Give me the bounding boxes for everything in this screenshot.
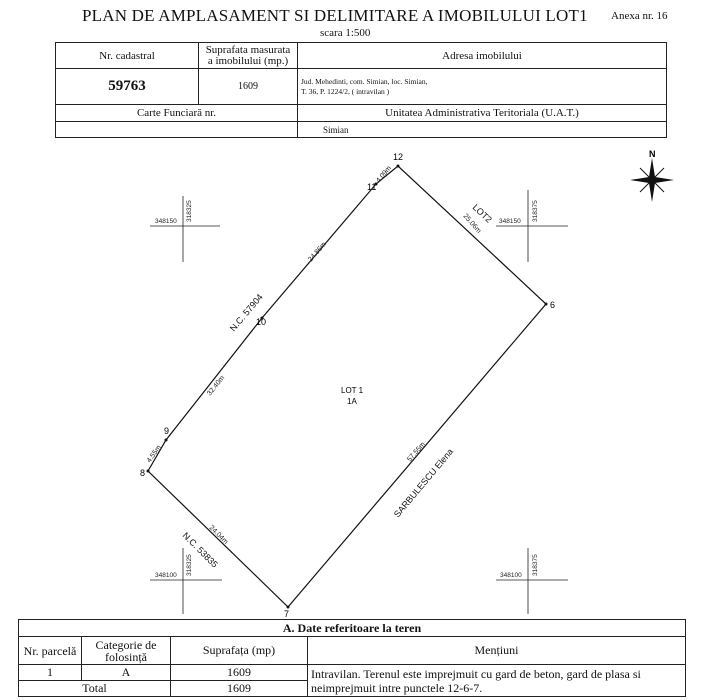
category-header: Categorie de folosință [81,636,171,665]
grid-br-y: 318375 [532,554,539,576]
distance-6-7: 57.55m [406,441,427,463]
annex-label: Anexa nr. 16 [611,10,668,22]
grid-coordinates: 348150 318325 348150 318375 348100 31832… [155,200,539,579]
lot-boundary [147,165,547,608]
plan-title: PLAN DE AMPLASAMENT SI DELIMITARE A IMOB… [82,6,588,25]
point-6-label: 6 [550,300,555,310]
distance-11-12: 4.09m [375,165,393,185]
uat-value: Simian [297,121,667,138]
grid-bl-x: 348100 [155,572,177,579]
point-10-marker [260,316,264,320]
lot-sub-label: 1A [347,397,357,406]
grid-tl-x: 348150 [155,218,177,225]
distance-7-8: 24.04m [208,524,230,546]
north-label: N [649,149,656,159]
neighbor-nw: N.C. 57904 [228,292,265,333]
parcel-category: A [81,664,171,681]
parcel-mentions: Intravilan. Terenul este imprejmuit cu g… [307,664,686,697]
point-11-label: 11 [367,182,376,192]
land-data-table: A. Date referitoare la teren Nr. parcelă… [18,619,686,697]
grid-tl-y: 318325 [186,200,193,222]
property-info-table: Nr. cadastral Suprafata masurata a imobi… [55,42,667,138]
lot-label: LOT 1 [341,386,364,395]
address-line-2: T. 36, P. 1224/2, ( intravilan ) [301,86,390,96]
segment-distances: 4.09m 25.06m 24.86m 32.40m 4.55m 24.04m … [146,165,482,546]
carte-funciara-label: Carte Funciară nr. [55,104,298,122]
surface-header: Suprafata masurata a imobilului (mp.) [198,42,298,69]
point-6-marker [544,302,548,306]
grid-tr-y: 318375 [532,200,539,222]
point-7-label: 7 [284,609,289,619]
neighbor-se: SARBULESCU Elena [392,447,455,520]
point-10-label: 10 [256,317,266,327]
section-a-title: A. Date referitoare la teren [18,619,686,637]
parcel-number: 1 [18,664,82,681]
parcel-header: Nr. parcelă [18,636,82,665]
address-line-1: Jud. Mehedinti, com. Simian, loc. Simian… [301,76,428,86]
neighbor-labels: N.C. 57904 LOT2 N.C. 53835 SARBULESCU El… [181,202,494,569]
mentions-header: Mențiuni [307,636,686,665]
point-9-marker [164,438,168,442]
grid-bl-y: 318325 [186,554,193,576]
cadastral-header: Nr. cadastral [55,42,199,69]
point-7-marker [286,605,290,609]
point-12-label: 12 [393,152,403,162]
point-8-marker [146,469,150,473]
point-8-label: 8 [140,468,145,478]
distance-10-11: 24.86m [307,241,328,263]
boundary-points: 12 11 6 7 8 9 10 [140,152,555,619]
total-surface: 1609 [170,680,308,697]
point-9-label: 9 [164,426,169,436]
parcel-surface: 1609 [170,664,308,681]
scale-label: scara 1:500 [320,27,371,39]
surface-col-header: Suprafața (mp) [170,636,308,665]
grid-crosses [150,190,568,614]
total-label: Total [18,680,171,697]
point-12-marker [396,164,400,168]
grid-tr-x: 348150 [499,218,521,225]
grid-br-x: 348100 [500,572,522,579]
address-header: Adresa imobilului [297,42,667,69]
point-11-marker [374,182,378,186]
north-arrow-icon: N [630,149,674,202]
